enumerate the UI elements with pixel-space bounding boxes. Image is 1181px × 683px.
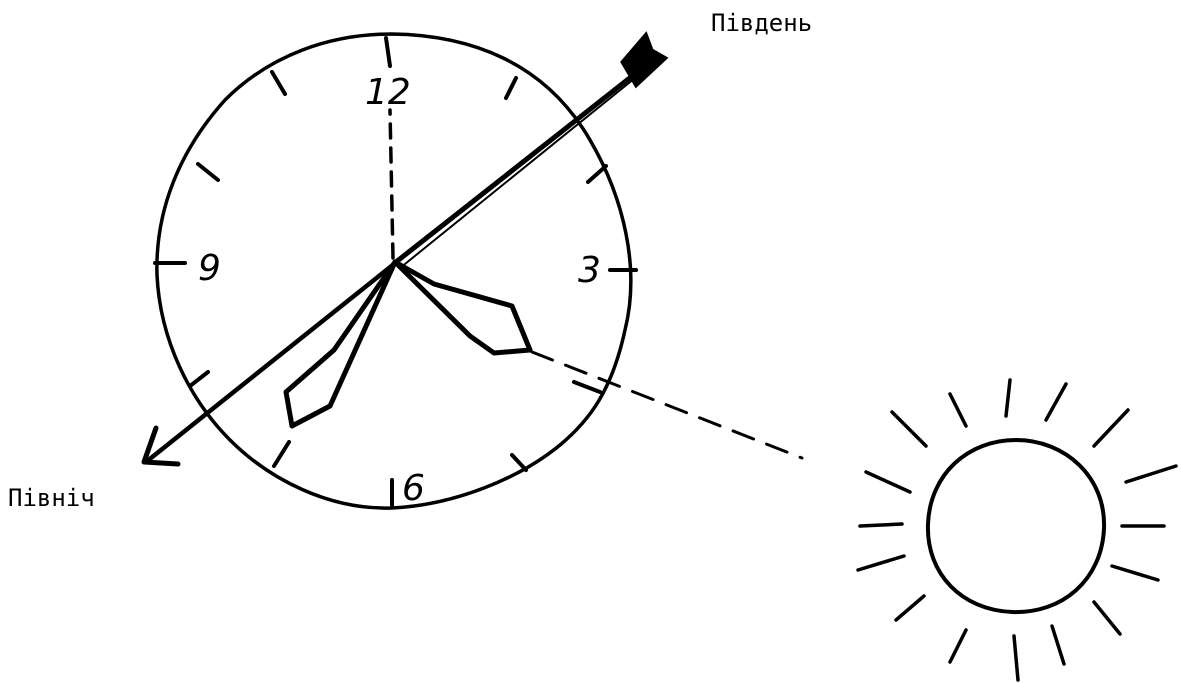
tick-12 xyxy=(386,38,390,66)
sun-ray xyxy=(1094,410,1128,446)
sun-ray xyxy=(950,394,966,426)
sun-ray xyxy=(858,556,904,570)
sun-direction-dashed-line xyxy=(532,352,802,458)
sun-disc xyxy=(928,440,1104,612)
sun-ray xyxy=(1052,626,1064,664)
hour-hand xyxy=(395,262,530,353)
clock-face: 12 3 6 9 xyxy=(155,34,636,509)
sun-ray xyxy=(892,412,926,446)
sun-ray xyxy=(1014,636,1018,680)
north-arrow-shaft xyxy=(146,264,394,462)
tick-8 xyxy=(190,372,208,386)
tick-10 xyxy=(198,164,218,180)
tick-11 xyxy=(272,72,285,94)
sun-ray xyxy=(1006,380,1010,416)
sun-ray xyxy=(896,596,924,620)
north-label: Північ xyxy=(8,484,95,512)
south-arrow-shaft-inner xyxy=(400,74,640,268)
numeral-6: 6 xyxy=(402,468,425,509)
numeral-3: 3 xyxy=(578,250,601,291)
numeral-9: 9 xyxy=(198,248,221,289)
center-to-twelve-dashed-line xyxy=(390,110,393,258)
sun-ray xyxy=(1126,466,1176,482)
tick-7 xyxy=(274,442,289,466)
sun-ray xyxy=(1046,384,1066,420)
sun-ray xyxy=(950,630,966,662)
south-label: Південь xyxy=(711,9,812,37)
sun-ray xyxy=(1094,602,1120,634)
tick-5 xyxy=(512,455,526,470)
tick-1 xyxy=(506,78,516,98)
minute-hand xyxy=(286,262,395,426)
tick-4 xyxy=(574,382,600,392)
south-arrow-shaft xyxy=(396,62,650,262)
sun-icon xyxy=(858,380,1176,680)
numeral-12: 12 xyxy=(365,72,411,113)
tick-2 xyxy=(588,166,606,182)
sun-ray xyxy=(1112,566,1158,580)
sun-ray xyxy=(860,524,902,526)
sun-rays xyxy=(858,380,1176,680)
sun-ray xyxy=(866,472,910,492)
